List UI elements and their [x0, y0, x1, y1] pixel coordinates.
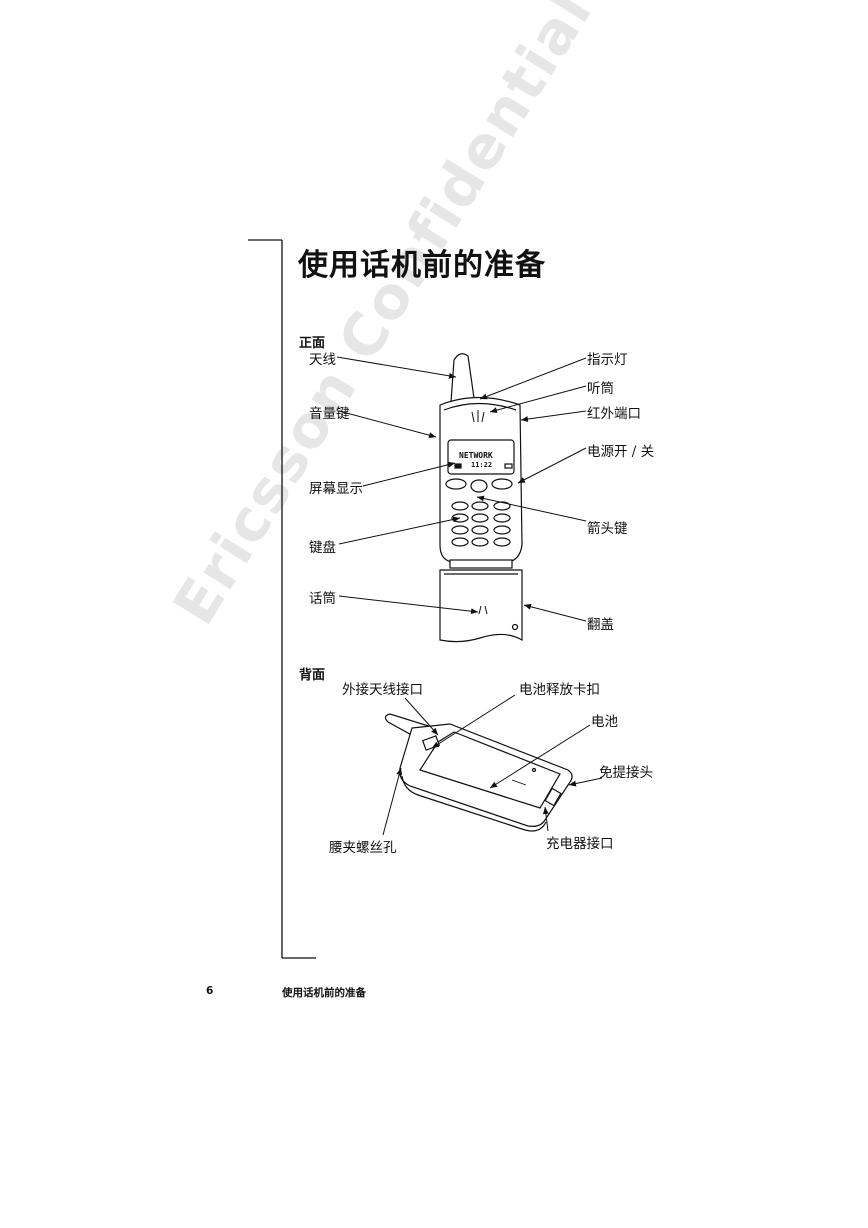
label-flip: 翻盖: [587, 617, 614, 633]
label-display: 屏幕显示: [309, 481, 363, 497]
label-clip-hole: 腰夹螺丝孔: [329, 840, 397, 856]
page-number: 6: [206, 985, 214, 997]
screen-operator-text: NETWORK: [459, 451, 493, 460]
label-earpiece: 听筒: [587, 381, 614, 397]
label-ext-antenna: 外接天线接口: [342, 682, 423, 698]
label-handsfree: 免提接头: [599, 765, 653, 781]
label-arrow-keys: 箭头键: [587, 521, 628, 537]
footer-section-title: 使用话机前的准备: [282, 987, 366, 999]
label-battery: 电池: [591, 714, 618, 730]
screen-time-text: 11:22: [471, 461, 493, 469]
label-microphone: 话筒: [309, 591, 336, 607]
front-leader-lines: [336, 356, 587, 622]
label-volume: 音量键: [309, 406, 350, 422]
flip-cover: [439, 569, 523, 643]
label-battery-release: 电池释放卡扣: [519, 682, 600, 698]
front-heading: 正面: [299, 336, 326, 351]
page-frame: [248, 239, 316, 959]
label-infrared: 红外端口: [587, 406, 641, 422]
page-title: 使用话机前的准备: [298, 248, 546, 283]
display-screen: [447, 439, 515, 475]
back-leader-lines: [382, 694, 603, 836]
label-antenna: 天线: [309, 352, 336, 368]
label-power: 电源开 / 关: [587, 444, 655, 460]
label-charger: 充电器接口: [546, 836, 614, 852]
front-phone-illustration: [439, 353, 523, 643]
antenna-shape: [450, 353, 475, 403]
back-heading: 背面: [299, 668, 326, 683]
label-keypad: 键盘: [309, 540, 336, 556]
back-phone-illustration: [384, 713, 573, 832]
label-indicator: 指示灯: [587, 352, 628, 368]
